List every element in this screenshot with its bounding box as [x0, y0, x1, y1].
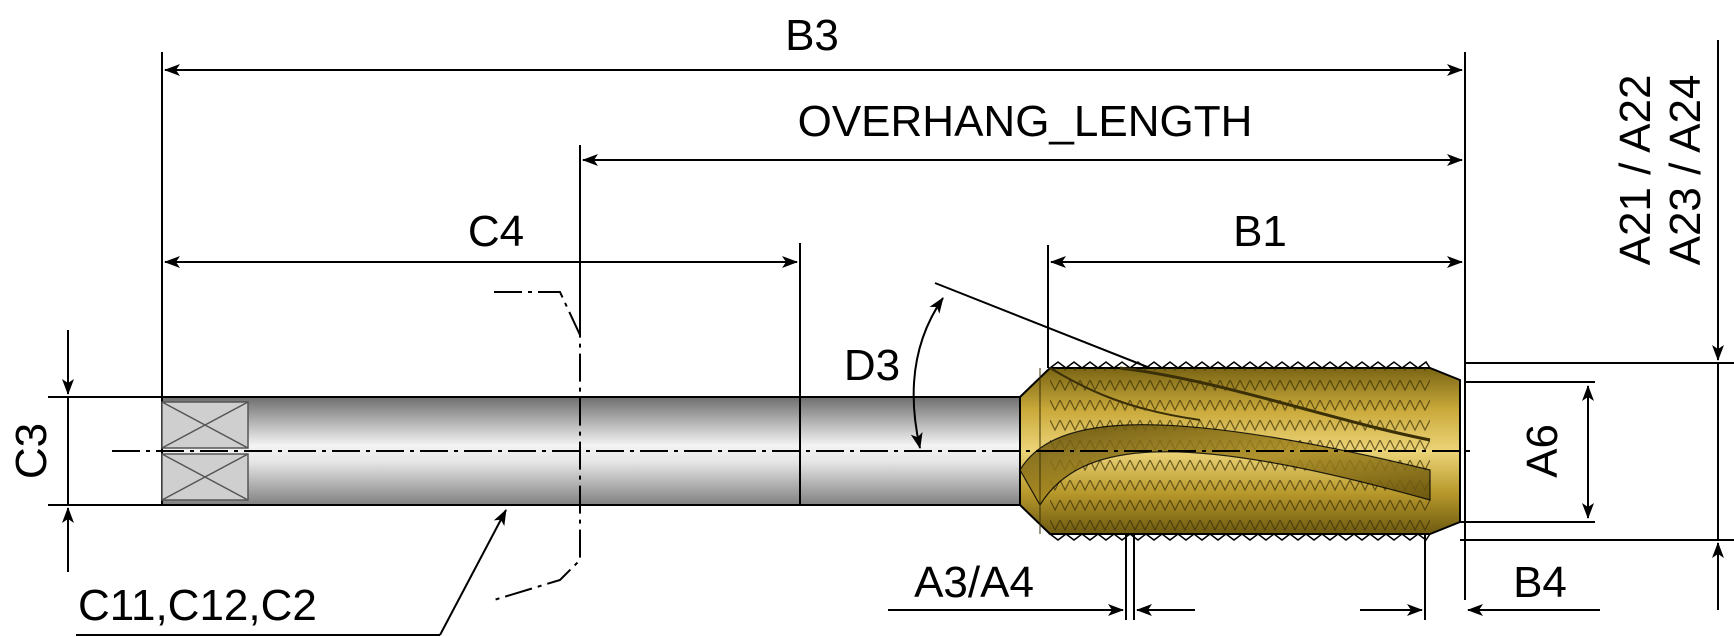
dimension-b3: B3: [164, 11, 1463, 76]
dimension-b4: B4: [1360, 558, 1600, 616]
dimension-a6: A6: [1518, 385, 1594, 519]
label-a23-a24: A23 / A24: [1661, 75, 1710, 266]
dimension-d3: D3: [844, 282, 1151, 449]
label-d3: D3: [844, 341, 900, 390]
dimension-c4: C4: [164, 207, 798, 268]
square-drive: [161, 401, 249, 501]
label-overhang-length: OVERHANG_LENGTH: [798, 97, 1253, 146]
dimension-a3-a4: A3/A4: [888, 558, 1195, 616]
leader-c11-c12-c2: C11,C12,C2: [76, 509, 507, 636]
label-c3: C3: [7, 423, 56, 479]
label-a21-a22: A21 / A22: [1611, 75, 1660, 266]
dimension-b1: B1: [1050, 207, 1463, 268]
label-a6: A6: [1518, 424, 1567, 478]
break-line: [493, 291, 581, 601]
dimension-a21-a24: A21 / A22 A23 / A24: [1611, 40, 1724, 610]
label-b4: B4: [1513, 558, 1567, 607]
label-b3: B3: [785, 11, 839, 60]
dimension-overhang-length: OVERHANG_LENGTH: [582, 97, 1463, 166]
label-c11-c12-c2: C11,C12,C2: [78, 581, 317, 630]
label-c4: C4: [468, 207, 524, 256]
dimension-c3: C3: [7, 330, 74, 572]
label-b1: B1: [1233, 207, 1287, 256]
extension-lines: [48, 52, 1734, 620]
label-a3-a4: A3/A4: [914, 558, 1034, 607]
